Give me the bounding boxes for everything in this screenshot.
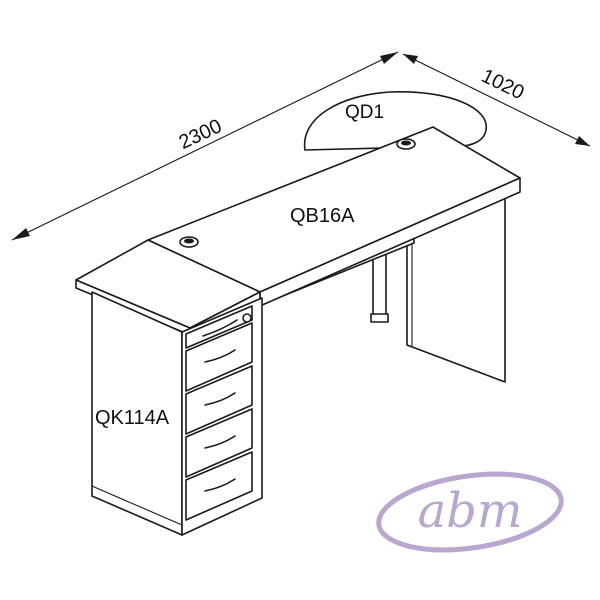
drawer-1 [185,305,253,349]
drawer-2 [185,322,253,392]
lock-icon [242,313,252,323]
dimension-depth [402,53,591,147]
dimension-width [11,51,399,241]
dimension-depth-label: 1020 [478,65,528,104]
return-label: QD1 [345,102,384,123]
pedestal-label: QK114A [95,407,170,429]
desk-top-label: QB16A [290,205,355,227]
support-leg [370,247,389,323]
grommet-hole-right [396,138,416,150]
drawer-5 [185,451,253,521]
abm-logo: abm [376,471,564,553]
drawer-4 [185,408,253,478]
grommet-hole-left [179,236,199,248]
abm-logo-text: abm [418,483,523,539]
drawer-3 [185,365,253,435]
